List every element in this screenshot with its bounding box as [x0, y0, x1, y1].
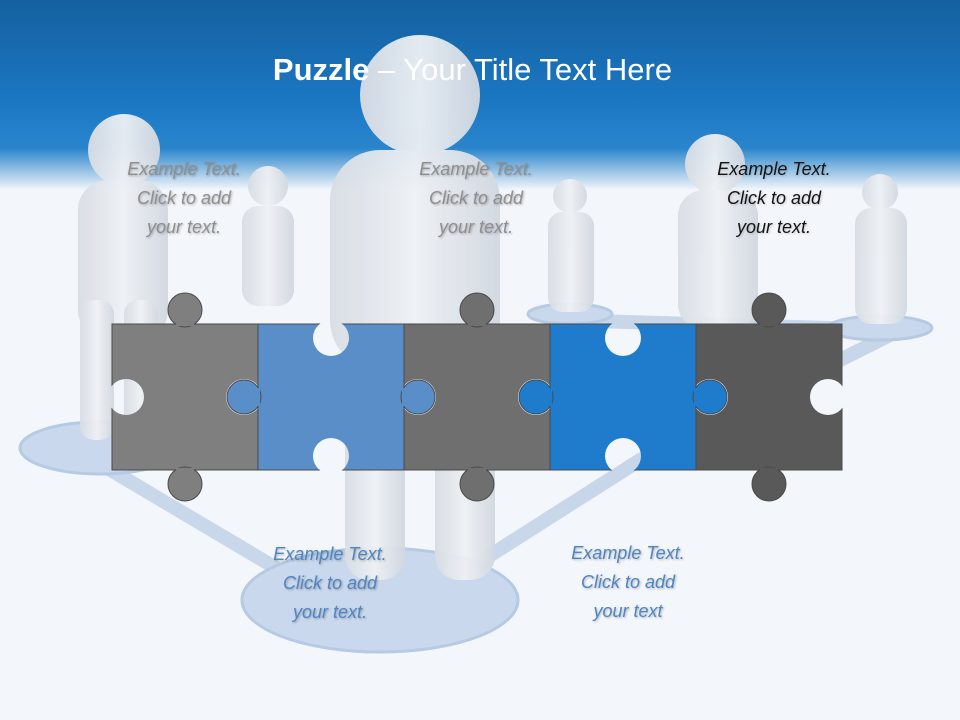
- caption-line: Click to add: [136, 188, 232, 208]
- figure-small-center: [548, 179, 594, 312]
- figure-right: [678, 134, 758, 330]
- caption-line: Click to add: [428, 188, 524, 208]
- figure-small-left: [242, 166, 294, 306]
- caption-line: your text.: [146, 217, 222, 237]
- caption-top-2[interactable]: Example Text. Click to add your text.: [386, 155, 566, 242]
- title-bold: Puzzle: [272, 52, 370, 87]
- caption-line: your text.: [438, 217, 514, 237]
- figure-left: [78, 114, 168, 440]
- piece-5[interactable]: [695, 292, 843, 502]
- caption-line: your text: [593, 601, 663, 621]
- caption-top-3[interactable]: Example Text. Click to add your text.: [684, 155, 864, 242]
- piece-2[interactable]: [226, 323, 436, 471]
- slide-title[interactable]: Puzzle – Your Title Text Here: [0, 50, 945, 90]
- caption-line: Click to add: [726, 188, 822, 208]
- caption-line: Example Text.: [273, 544, 387, 564]
- caption-line: Example Text.: [127, 159, 241, 179]
- caption-top-1[interactable]: Example Text. Click to add your text.: [94, 155, 274, 242]
- caption-line: Example Text.: [419, 159, 533, 179]
- caption-line: your text.: [292, 602, 368, 622]
- caption-line: Example Text.: [571, 543, 685, 563]
- title-rest: – Your Title Text Here: [369, 52, 673, 87]
- caption-bottom-2[interactable]: Example Text. Click to add your text: [538, 539, 718, 626]
- figure-far-right: [855, 174, 907, 324]
- caption-line: Example Text.: [717, 159, 831, 179]
- caption-line: your text.: [736, 217, 812, 237]
- caption-bottom-1[interactable]: Example Text. Click to add your text.: [240, 540, 420, 627]
- caption-line: Click to add: [282, 573, 378, 593]
- caption-line: Click to add: [580, 572, 676, 592]
